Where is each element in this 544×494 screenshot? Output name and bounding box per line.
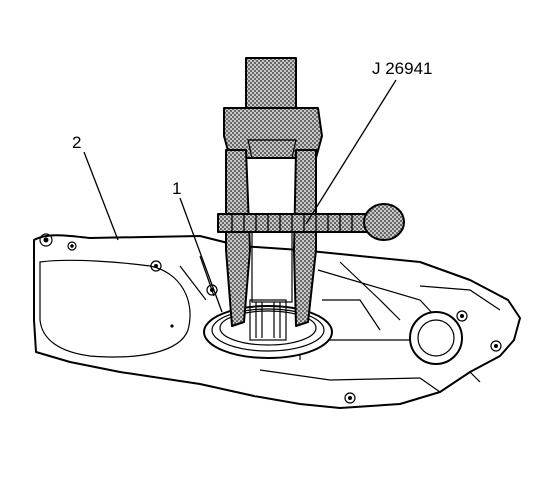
callout-2: 2 <box>72 133 81 152</box>
seal-remover-tool <box>217 57 405 327</box>
callout-1: 1 <box>172 179 181 198</box>
callout-tool: J 26941 <box>372 59 433 78</box>
leader-line-1 <box>179 197 223 313</box>
leader-line-2 <box>83 151 119 241</box>
leader-line-tool <box>305 79 397 225</box>
